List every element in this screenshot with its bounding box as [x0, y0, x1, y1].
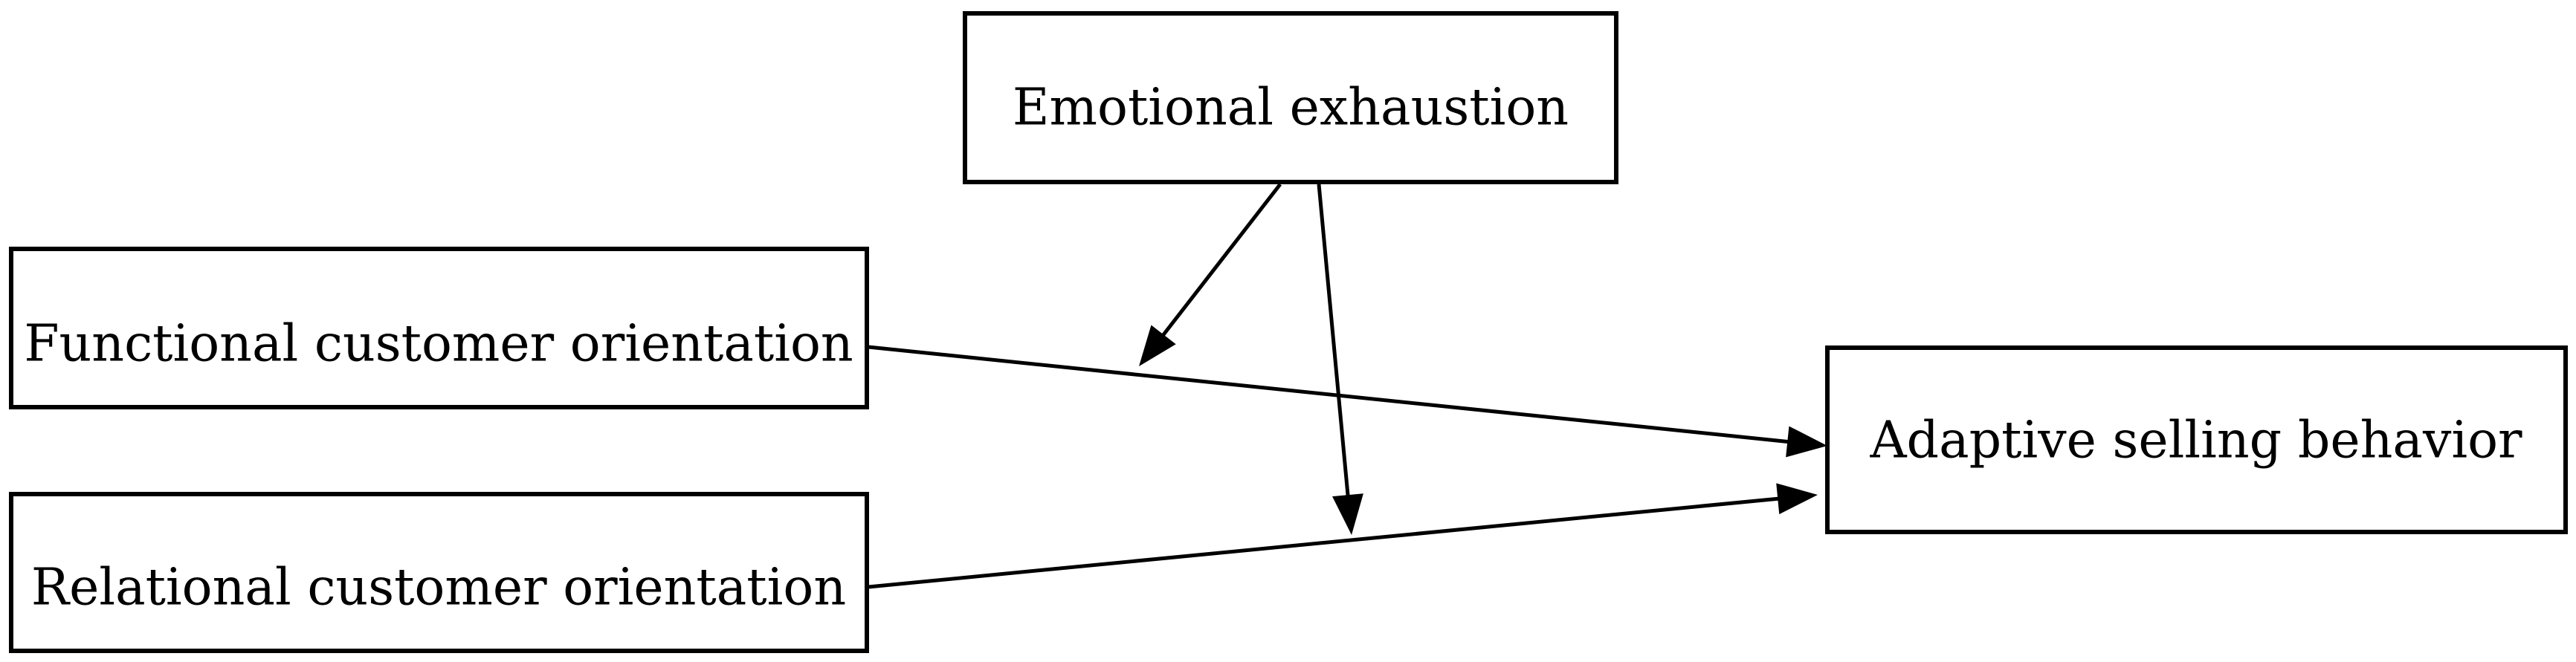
node-label: Relational customer orientation — [31, 559, 846, 617]
arrow-line — [868, 496, 1781, 589]
arrow-line — [1317, 184, 1350, 499]
arrow-line — [868, 345, 1791, 444]
arrow-exhaustion-moderates-functional — [1139, 183, 1282, 366]
arrow-line — [1160, 183, 1282, 339]
node-emotional-exhaustion: Emotional exhaustion — [963, 11, 1618, 184]
node-label: Adaptive selling behavior — [1869, 412, 2522, 470]
node-box — [9, 247, 869, 409]
edges — [868, 183, 1827, 589]
node-box — [1825, 345, 2568, 534]
node-functional-customer-orientation: Functional customer orientation — [9, 247, 869, 409]
arrowhead — [1332, 493, 1363, 535]
arrow-functional-to-adaptive — [868, 345, 1827, 458]
arrowhead — [1139, 325, 1176, 366]
node-box — [9, 492, 869, 653]
arrow-exhaustion-moderates-relational — [1317, 184, 1363, 535]
arrowhead — [1776, 483, 1818, 515]
node-label: Functional customer orientation — [24, 315, 853, 374]
arrowhead — [1786, 426, 1827, 458]
node-label: Emotional exhaustion — [1013, 79, 1569, 137]
node-box — [963, 11, 1618, 184]
arrow-relational-to-adaptive — [868, 483, 1818, 589]
node-relational-customer-orientation: Relational customer orientation — [9, 492, 869, 653]
node-adaptive-selling-behavior: Adaptive selling behavior — [1825, 345, 2568, 534]
